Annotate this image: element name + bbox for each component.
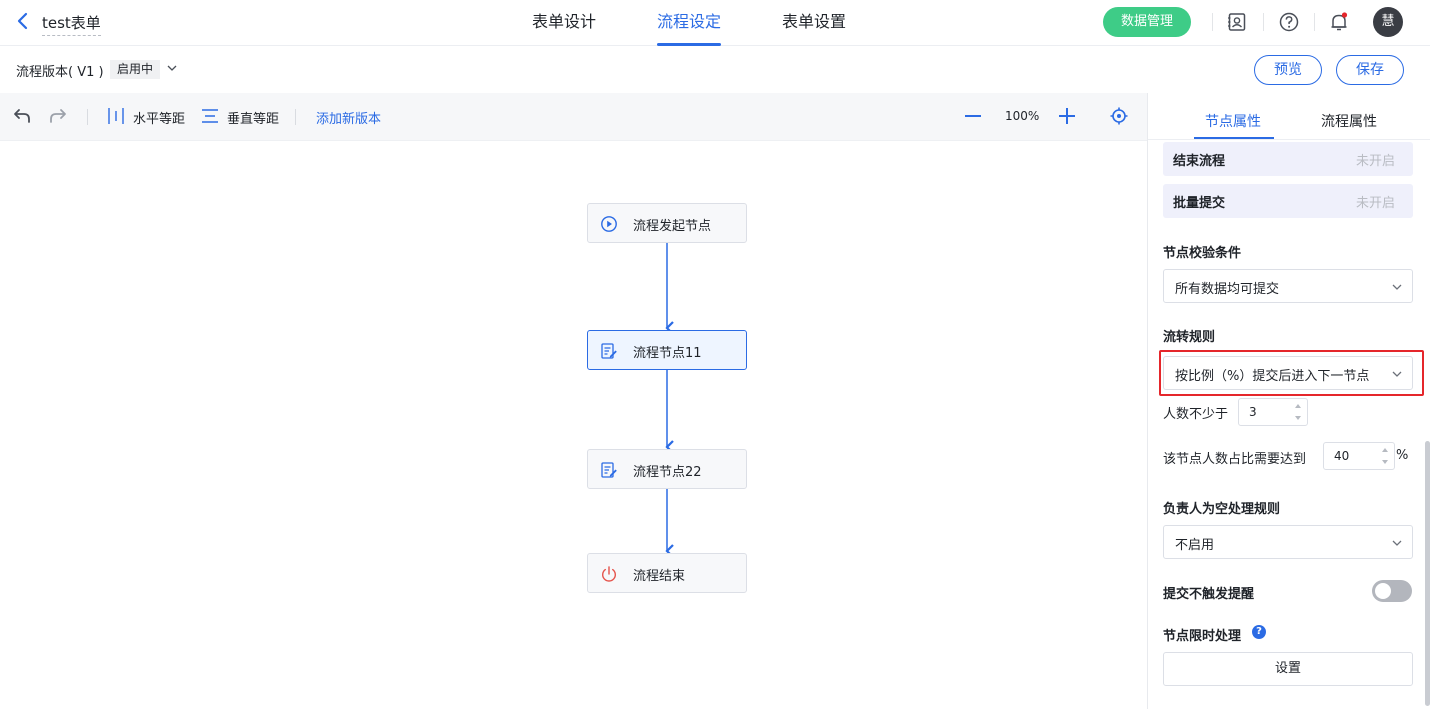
properties-panel: 节点属性 流程属性 结束流程 未开启 批量提交 未开启 节点校验条件 所有数据均…	[1147, 93, 1430, 709]
form-title[interactable]: test表单	[42, 12, 101, 36]
time-limit-settings-button[interactable]: 设置	[1163, 652, 1413, 686]
save-button[interactable]: 保存	[1336, 55, 1404, 85]
header-divider	[1212, 13, 1213, 31]
ratio-value: 40	[1334, 449, 1350, 463]
node-label: 流程发起节点	[633, 219, 712, 234]
node-label: 流程节点11	[633, 346, 702, 361]
horizontal-spacing-button[interactable]: 水平等距	[133, 112, 186, 127]
notification-bell-icon[interactable]	[1328, 11, 1350, 33]
empty-owner-title: 负责人为空处理规则	[1163, 502, 1281, 517]
flow-node-end[interactable]: 流程结束	[587, 553, 747, 593]
ratio-unit: %	[1396, 448, 1409, 463]
ratio-label: 该节点人数占比需要达到	[1163, 452, 1307, 467]
flow-node-11[interactable]: 流程节点11	[587, 330, 747, 370]
edit-document-icon	[601, 343, 617, 359]
top-header: test表单 表单设计 流程设定 表单设置 数据管理 慧	[0, 0, 1430, 46]
add-new-version-link[interactable]: 添加新版本	[316, 112, 382, 127]
header-divider	[1263, 13, 1264, 31]
zoom-in-icon[interactable]	[1057, 107, 1077, 125]
flow-node-start[interactable]: 流程发起节点	[587, 203, 747, 243]
contact-card-icon[interactable]	[1226, 11, 1248, 33]
play-circle-icon	[601, 216, 617, 232]
preview-button[interactable]: 预览	[1254, 55, 1322, 85]
stepper-down-icon[interactable]	[1294, 415, 1302, 421]
min-people-input[interactable]: 3	[1238, 398, 1308, 426]
ratio-input[interactable]: 40	[1323, 442, 1395, 470]
time-limit-title: 节点限时处理	[1163, 629, 1242, 644]
chevron-down-icon	[1392, 540, 1402, 546]
node-label: 流程节点22	[633, 465, 702, 480]
tab-flow-settings[interactable]: 流程设定	[657, 0, 722, 46]
validation-title: 节点校验条件	[1163, 246, 1242, 261]
main-tabs: 表单设计 流程设定 表单设置	[532, 0, 907, 46]
tab-flow-properties[interactable]: 流程属性	[1321, 114, 1377, 130]
zoom-level: 100%	[1005, 109, 1040, 123]
back-arrow-icon[interactable]	[14, 11, 32, 31]
no-reminder-toggle[interactable]	[1372, 580, 1412, 602]
tab-node-properties[interactable]: 节点属性	[1205, 114, 1261, 130]
user-avatar[interactable]: 慧	[1373, 7, 1403, 37]
version-bar: 流程版本( V1 ) 启用中 预览 保存	[0, 47, 1430, 93]
batch-submit-status: 未开启	[1355, 196, 1395, 211]
locate-center-icon[interactable]	[1109, 107, 1129, 125]
version-label: 流程版本( V1 )	[16, 65, 104, 80]
redo-icon[interactable]	[48, 107, 68, 125]
flow-canvas[interactable]: 水平等距 垂直等距 添加新版本 100%	[0, 93, 1147, 709]
transfer-rule-value: 按比例（%）提交后进入下一节点	[1175, 369, 1370, 384]
stepper-down-icon[interactable]	[1381, 459, 1389, 465]
toolbar-divider	[295, 109, 296, 125]
stepper-up-icon[interactable]	[1381, 447, 1389, 453]
tab-divider	[1148, 139, 1430, 140]
min-people-value: 3	[1249, 405, 1257, 419]
stepper-up-icon[interactable]	[1294, 403, 1302, 409]
chevron-down-icon[interactable]	[166, 62, 178, 74]
horizontal-distribute-icon[interactable]	[106, 107, 126, 125]
tab-form-design[interactable]: 表单设计	[532, 12, 597, 31]
header-divider	[1314, 13, 1315, 31]
end-flow-status: 未开启	[1355, 154, 1395, 169]
edit-document-icon	[601, 462, 617, 478]
empty-owner-select[interactable]: 不启用	[1163, 525, 1413, 559]
validation-select[interactable]: 所有数据均可提交	[1163, 269, 1413, 303]
node-label: 流程结束	[633, 569, 686, 584]
highlight-box	[1159, 350, 1424, 396]
end-flow-row[interactable]: 结束流程 未开启	[1163, 142, 1413, 176]
flow-node-22[interactable]: 流程节点22	[587, 449, 747, 489]
batch-submit-label: 批量提交	[1173, 196, 1226, 211]
undo-icon[interactable]	[12, 107, 32, 125]
transfer-rule-select[interactable]: 按比例（%）提交后进入下一节点	[1163, 356, 1413, 390]
version-status-badge: 启用中	[110, 60, 161, 79]
vertical-distribute-icon[interactable]	[200, 107, 220, 125]
end-flow-label: 结束流程	[1173, 154, 1226, 169]
power-icon	[602, 566, 616, 582]
question-mark-icon[interactable]: ?	[1252, 625, 1266, 639]
tab-form-settings[interactable]: 表单设置	[782, 12, 847, 31]
toolbar-divider	[87, 109, 88, 125]
flow-connectors	[665, 242, 674, 558]
min-people-label: 人数不少于	[1163, 407, 1229, 422]
validation-value: 所有数据均可提交	[1175, 282, 1280, 297]
canvas-toolbar: 水平等距 垂直等距 添加新版本 100%	[0, 93, 1147, 141]
vertical-spacing-button[interactable]: 垂直等距	[227, 112, 280, 127]
zoom-out-icon[interactable]	[963, 107, 983, 125]
chevron-down-icon	[1392, 371, 1402, 377]
data-management-button[interactable]: 数据管理	[1103, 7, 1191, 37]
help-circle-icon[interactable]	[1278, 11, 1300, 33]
transfer-rule-title: 流转规则	[1163, 330, 1216, 345]
batch-submit-row[interactable]: 批量提交 未开启	[1163, 184, 1413, 218]
no-reminder-title: 提交不触发提醒	[1163, 587, 1255, 602]
chevron-down-icon	[1392, 284, 1402, 290]
panel-scrollbar[interactable]	[1425, 441, 1430, 706]
empty-owner-value: 不启用	[1175, 538, 1215, 553]
active-tab-indicator	[1194, 137, 1274, 139]
